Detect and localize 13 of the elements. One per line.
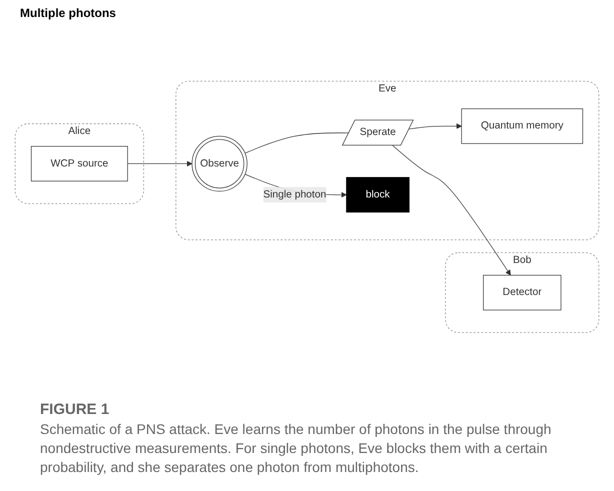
edge-label: Single photon — [263, 189, 326, 200]
node-box: WCP source — [30, 146, 128, 182]
arrow — [392, 145, 511, 276]
node-box: block — [346, 177, 410, 213]
node-box: Quantum memory — [461, 108, 584, 144]
figure-caption: Schematic of a PNS attack. Eve learns the number of photons in the pulse through nondestructive measurements. For single photons, Eve blocks them with a certain probability, and she separates one photon from multiphotons. — [40, 420, 552, 477]
figure-label: FIGURE 1 — [40, 400, 110, 420]
connector — [244, 132, 350, 154]
node-circle: Observe — [192, 136, 248, 192]
node-box: Detector — [483, 275, 562, 311]
arrow — [127, 161, 192, 167]
arrow — [408, 124, 462, 130]
diagram-note: Multiple photons — [20, 6, 117, 20]
